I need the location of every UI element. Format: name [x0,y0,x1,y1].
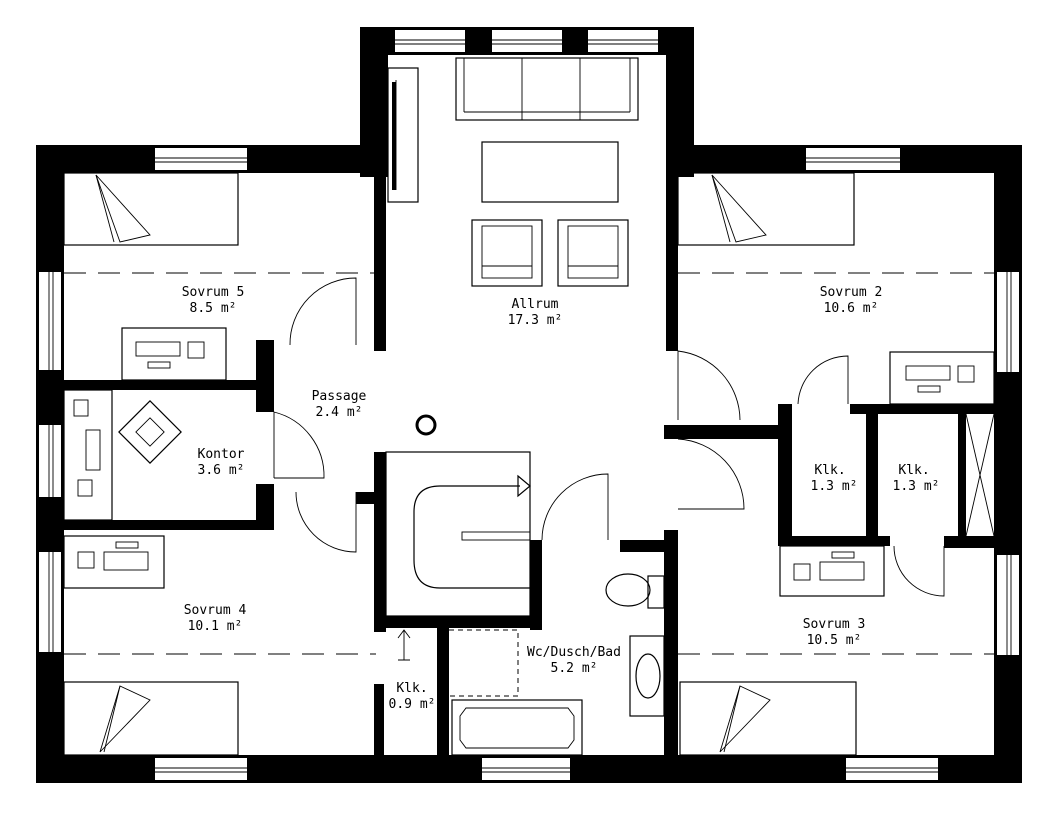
bathtub [451,699,583,756]
room-name: Allrum [512,297,559,312]
tv-cabinet [387,67,419,203]
coffee-table [481,141,619,203]
wardrobe-x [965,413,995,537]
desk-sovrum-5 [121,327,227,381]
room-area: 5.2 m² [551,661,598,676]
office-chair [118,400,182,464]
room-name: Klk. [898,463,929,478]
desk-sovrum-3 [779,545,885,597]
doors [273,277,945,597]
room-name: Sovrum 3 [803,617,866,632]
room-area: 8.5 m² [190,301,237,316]
room-area: 10.6 m² [824,301,879,316]
bed-sovrum-4 [63,681,239,756]
heater-arrow [397,629,411,661]
desk-sovrum-4 [63,535,165,589]
room-name: Sovrum 4 [184,603,247,618]
room-area: 0.9 m² [389,697,436,712]
room-name: Sovrum 5 [182,285,245,300]
room-area: 3.6 m² [198,463,245,478]
desk-sovrum-2 [889,351,995,405]
desk-kontor [63,389,113,521]
room-area: 2.4 m² [316,405,363,420]
ceiling-hatch [415,414,437,436]
room-labels: Sovrum 5 8.5 m² Allrum 17.3 m² Sovrum 2 … [182,285,940,712]
dashed-lines [64,272,994,697]
sofa [455,57,639,121]
shower [385,451,531,617]
windows [39,30,1019,780]
room-area: 10.1 m² [188,619,243,634]
room-area: 17.3 m² [508,313,563,328]
toilet [605,573,665,609]
armchair-left [471,219,543,287]
interior-walls [64,173,994,755]
armchair-right [557,219,629,287]
room-area: 1.3 m² [893,479,940,494]
bed-sovrum-5 [63,172,239,246]
room-name: Klk. [814,463,845,478]
washbasin [629,635,665,717]
room-name: Wc/Dusch/Bad [527,645,621,660]
room-area: 10.5 m² [807,633,862,648]
room-name: Klk. [396,681,427,696]
room-name: Kontor [198,447,245,462]
bed-sovrum-3 [679,681,857,756]
furniture [63,57,995,756]
bed-sovrum-2 [677,172,855,246]
room-name: Passage [312,389,367,404]
room-area: 1.3 m² [811,479,858,494]
room-name: Sovrum 2 [820,285,883,300]
